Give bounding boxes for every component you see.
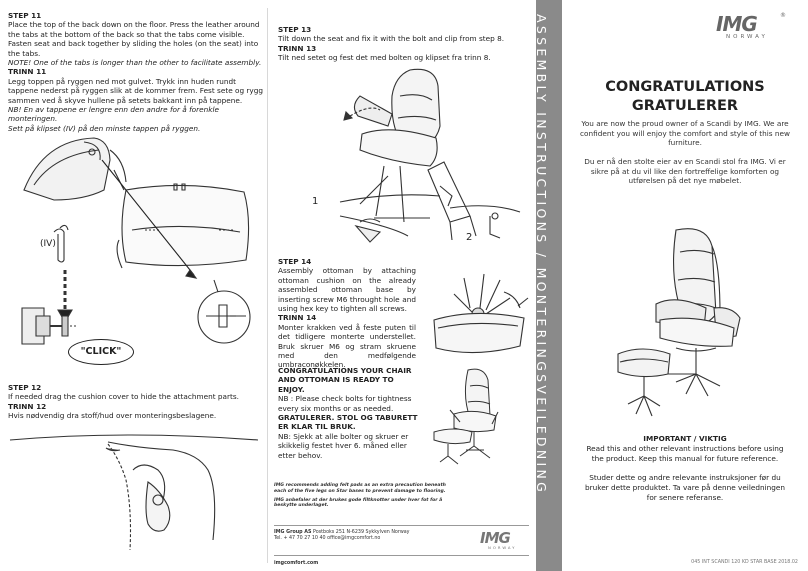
step-14-title: STEP 14 (278, 257, 312, 266)
congratulations-heading: CONGRATULATIONS GRATULERER (562, 78, 808, 116)
company-info: IMG Group AS Postboks 251 N-6239 Sykkylv… (274, 530, 410, 542)
trinn-12-text: Hvis nødvendig dra stoff/hud over monter… (8, 411, 217, 421)
detail-number-2: 2 (466, 232, 473, 243)
congrats-text-en: NB : Please check bolts for tightness ev… (278, 394, 412, 413)
company-contact: Tel. + 47 70 27 10 40 office@imgcomfort.… (274, 536, 381, 542)
assembled-chair-illustration (430, 366, 530, 478)
important-title: IMPORTANT / VIKTIG (643, 434, 727, 443)
detail-number-1: 1 (312, 196, 319, 207)
logo-sub: NORWAY (726, 34, 768, 40)
felt-pad-note: IMG recommends adding felt pads as an ex… (274, 483, 458, 512)
congrats-title-en: CONGRATULATIONS YOUR CHAIR AND OTTOMAN I… (278, 366, 412, 394)
step-14-text: Assembly ottoman by attaching ottoman cu… (278, 266, 416, 314)
important-text-no: Studer dette og andre relevante instruks… (584, 473, 786, 502)
trinn-14-title: TRINN 14 (278, 313, 317, 323)
step-12-title: STEP 12 (8, 383, 42, 392)
footer-rule-top (274, 525, 529, 526)
footer-logo: IMG NORWAY (480, 529, 532, 551)
step-13-block: STEP 13 Tilt down the seat and fix it wi… (278, 25, 533, 63)
trinn-11-text: Legg toppen på ryggen ned mot gulvet. Tr… (8, 76, 263, 105)
company-website: imgcomfort.com (274, 561, 319, 566)
important-block: IMPORTANT / VIKTIG Read this and other r… (570, 434, 800, 503)
felt-pad-note-en: IMG recommends adding felt pads as an ex… (274, 483, 446, 494)
clip-iv-label: (IV) (40, 239, 56, 249)
chair-and-ottoman-illustration (616, 224, 762, 424)
important-text-en: Read this and other relevant instruction… (586, 443, 784, 463)
congrats-text-no: NB: Sjekk at alle bolter og skruer er sk… (278, 431, 409, 460)
step-13-illustration (340, 66, 535, 256)
congratulations-title-en: CONGRATULATIONS (605, 79, 765, 95)
congratulations-title-no: GRATULERER (631, 98, 739, 114)
step-12-text: If needed drag the cushion cover to hide… (8, 392, 239, 402)
document-number: 045 INT SCANDI 120 KD STAR BASE 2018.02 (691, 560, 798, 565)
trinn-11-title: TRINN 11 (8, 67, 47, 77)
footer-rule-bottom (274, 555, 529, 556)
trinn-13-text: Tilt ned setet og fest det med bolten og… (278, 53, 491, 63)
trinn-12-title: TRINN 12 (8, 401, 47, 411)
footer-logo-sub: NORWAY (488, 545, 517, 550)
step-11-note: NOTE! One of the tabs is longer than the… (8, 58, 262, 68)
step-11-title: STEP 11 (8, 11, 42, 20)
felt-pad-note-no: IMG anbefaler at der brukes gode filtkno… (274, 497, 443, 509)
step-12-block: STEP 12 If needed drag the cushion cover… (8, 383, 264, 421)
step-14-illustration (424, 268, 534, 368)
vertical-title-text: ASSEMBLY INSTRUCTIONS / MONTERINGSVEILED… (534, 14, 549, 496)
congrats-block: CONGRATULATIONS YOUR CHAIR AND OTTOMAN I… (278, 366, 418, 460)
step-11-illustration (14, 130, 264, 380)
logo-registered-mark: ® (780, 12, 786, 19)
step-13-title: STEP 13 (278, 25, 312, 34)
company-name: IMG Group AS (274, 530, 312, 535)
vertical-title-band (536, 0, 562, 571)
img-logo: IMG ® NORWAY (716, 12, 786, 44)
step-11-block: STEP 11 Place the top of the back down o… (8, 11, 264, 133)
column-divider (267, 8, 268, 563)
step-12-illustration (8, 430, 263, 565)
step-14-block: STEP 14 Assembly ottoman by attaching ot… (278, 257, 416, 370)
trinn-11-note-clip: Sett på klipset (IV) på den minste tappe… (8, 123, 201, 133)
intro-text-no: Du er nå den stolte eier av en Scandi st… (584, 157, 786, 186)
click-callout: "CLICK" (68, 339, 134, 365)
intro-text-en: You are now the proud owner of a Scandi … (580, 119, 790, 148)
logo-word: IMG (716, 12, 758, 36)
trinn-14-text: Monter krakken ved å feste puten til det… (278, 322, 416, 370)
step-11-text: Place the top of the back down on the fl… (8, 20, 260, 58)
footer-logo-word: IMG (480, 529, 511, 547)
trinn-11-note: NB! En av tappene er lengre enn den andr… (8, 105, 219, 124)
congrats-title-no: GRATULERER. STOL OG TABURETT ER KLAR TIL… (278, 413, 418, 432)
trinn-13-title: TRINN 13 (278, 43, 317, 53)
step-13-text: Tilt down the seat and fix it with the b… (278, 34, 505, 44)
company-address: Postboks 251 N-6239 Sykkylven Norway (312, 530, 410, 535)
